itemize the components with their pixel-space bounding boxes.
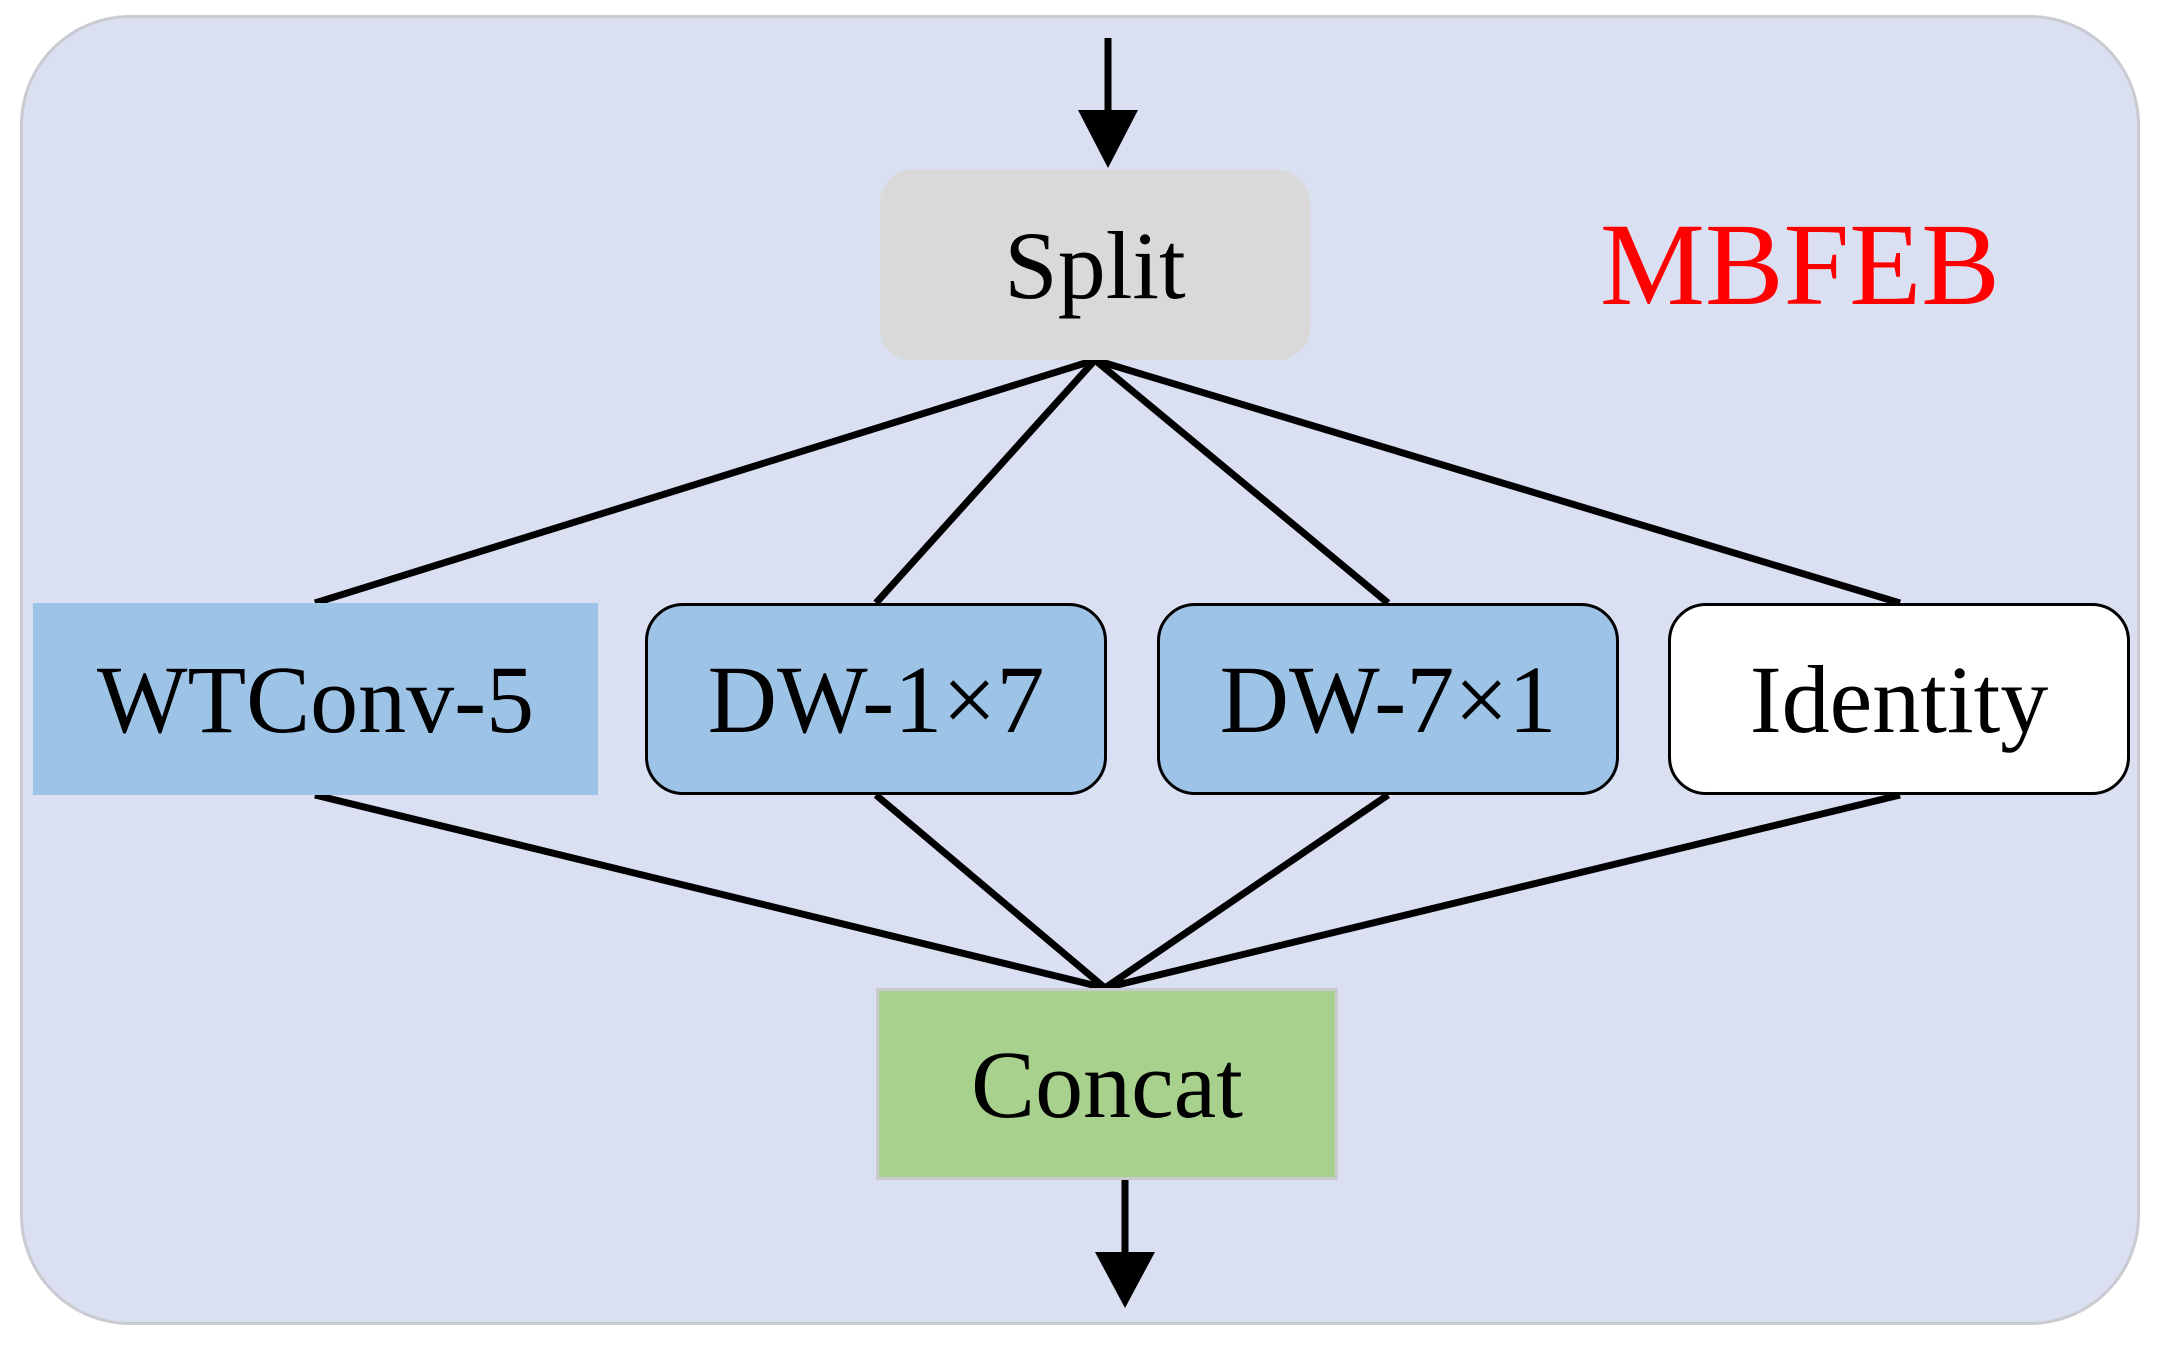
edge-split-wtconv <box>313 356 1097 607</box>
block-title: MBFEB <box>1570 190 2030 340</box>
edge-split-dw17 <box>873 357 1098 606</box>
dw-1x7-label: DW-1×7 <box>707 645 1045 753</box>
edge-dw71-concat <box>1103 792 1390 991</box>
split-node: Split <box>880 170 1310 360</box>
dw-1x7-node: DW-1×7 <box>645 603 1107 795</box>
edge-identity-concat <box>1104 791 1901 992</box>
wtconv-label: WTConv-5 <box>96 645 535 753</box>
block-title-text: MBFEB <box>1599 199 2001 330</box>
output-arrow-head <box>1095 1252 1155 1308</box>
identity-label: Identity <box>1749 645 2049 753</box>
concat-node: Concat <box>876 988 1338 1180</box>
edge-split-identity <box>1093 356 1902 607</box>
wtconv-node: WTConv-5 <box>33 603 598 795</box>
split-label: Split <box>1004 211 1186 319</box>
identity-node: Identity <box>1668 603 2130 795</box>
concat-label: Concat <box>971 1030 1243 1138</box>
dw-7x1-label: DW-7×1 <box>1219 645 1557 753</box>
edge-wtconv-concat <box>314 791 1106 992</box>
edge-dw17-concat <box>873 792 1108 991</box>
input-arrow-head <box>1078 110 1138 168</box>
dw-7x1-node: DW-7×1 <box>1157 603 1619 795</box>
edge-split-dw71 <box>1092 357 1391 606</box>
